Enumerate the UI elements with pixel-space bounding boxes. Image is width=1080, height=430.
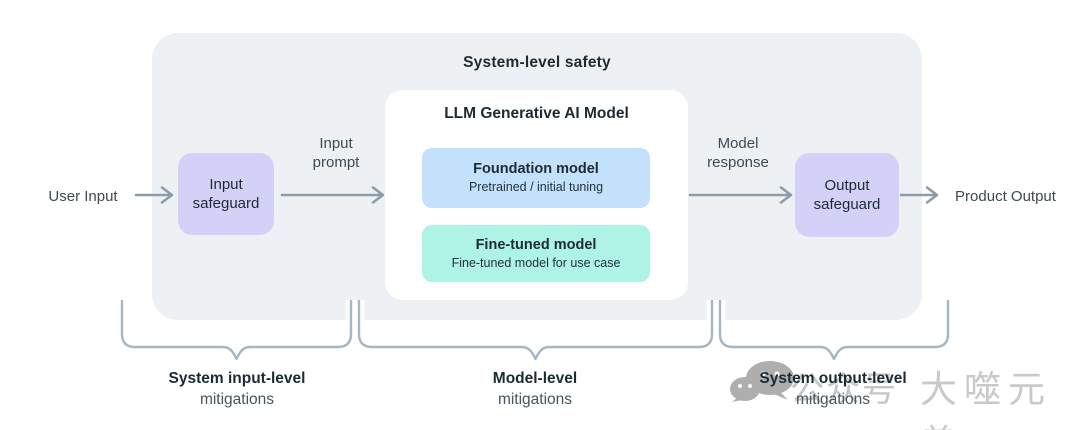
output-safeguard-node: Output safeguard [795,153,899,237]
input-prompt-label: Input prompt [312,135,360,171]
wechat-icon [730,361,794,402]
brace-label-normal: mitigations [795,391,871,408]
brace-label-bold: Model-level [492,370,578,387]
system-input-level-mitigations-label: System input-level mitigations [127,368,347,410]
watermark-account: 大噬元兽 [920,369,1052,430]
llm-model-card-title: LLM Generative AI Model [444,105,629,122]
llm-model-card: LLM Generative AI Model Foundation model… [385,90,688,300]
foundation-model-subtitle: Pretrained / initial tuning [468,180,604,194]
brace-label-bold: System output-level [759,370,907,387]
system-level-safety-title: System-level safety [463,54,611,71]
system-output-level-mitigations-label: System output-level mitigations [723,368,943,410]
finetuned-model-title: Fine-tuned model [475,236,597,253]
brace-label-bold: System input-level [168,370,306,387]
foundation-model-box: Foundation model Pretrained / initial tu… [422,148,650,208]
finetuned-model-subtitle: Fine-tuned model for use case [451,255,621,270]
product-output-label: Product Output [955,188,1056,205]
foundation-model-title: Foundation model [473,161,599,177]
model-level-mitigations-label: Model-level mitigations [425,368,645,410]
model-response-label: Model response [707,135,769,171]
finetuned-model-box: Fine-tuned model Fine-tuned model for us… [422,225,650,282]
input-safeguard-node: Input safeguard [178,153,274,235]
user-input-label: User Input [48,188,118,205]
watermark-platform: 公众号 [790,371,898,409]
brace-label-normal: mitigations [199,391,275,408]
brace-label-normal: mitigations [497,391,573,408]
